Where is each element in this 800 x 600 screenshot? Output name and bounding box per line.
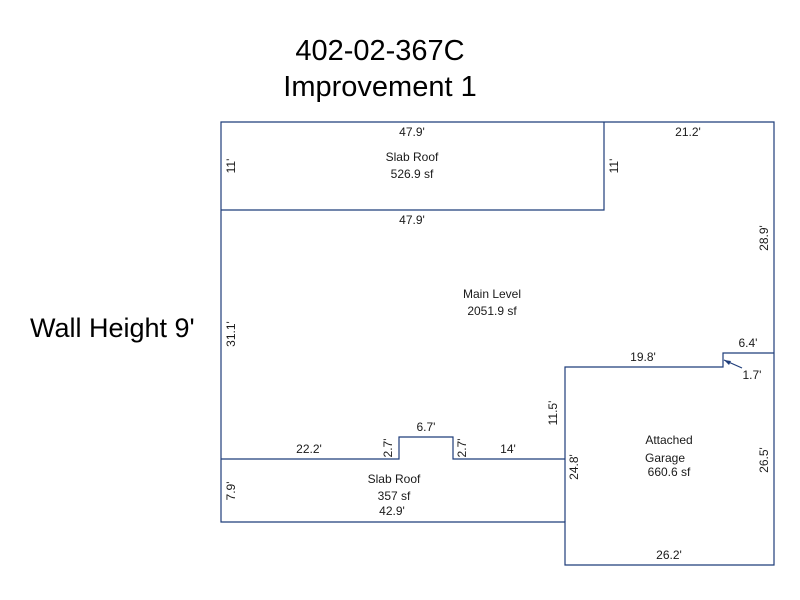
dim-bottom-slab-left: 7.9': [224, 482, 238, 501]
dim-bump-left: 2.7': [381, 439, 395, 458]
bottom-slab-boundary: [221, 436, 565, 460]
dim-top-slab-bottom: 47.9': [399, 213, 425, 227]
top-slab-boundary: [221, 122, 605, 211]
wall-height-label: Wall Height 9': [30, 313, 195, 343]
dim-top-slab-top: 47.9': [399, 125, 425, 139]
dim-top-right: 21.2': [675, 125, 701, 139]
parcel-number: 402-02-367C: [295, 35, 464, 67]
dim-right-upper: 28.9': [757, 225, 771, 251]
garage-name-line2: Garage: [645, 451, 685, 465]
main-level-name: Main Level: [463, 287, 521, 301]
building-outline: [220, 121, 775, 566]
dim-bottom-slab-bottom: 42.9': [379, 504, 405, 518]
dim-garage-right: 26.5': [757, 447, 771, 473]
dim-main-left: 31.1': [224, 321, 238, 347]
main-level-size: 2051.9 sf: [467, 304, 517, 318]
dim-lower-left-run: 22.2': [296, 442, 322, 456]
slab-roof-bottom-name: Slab Roof: [368, 472, 421, 486]
dim-lower-right-run: 14': [500, 442, 516, 456]
dim-garage-bottom: 26.2': [656, 548, 682, 562]
dim-bump-top: 6.7': [417, 420, 436, 434]
garage-size: 660.6 sf: [648, 465, 691, 479]
dim-notch-top: 6.4': [739, 336, 758, 350]
slab-roof-bottom-size: 357 sf: [378, 489, 411, 503]
dim-garage-top: 19.8': [630, 350, 656, 364]
improvement-title: Improvement 1: [283, 71, 476, 103]
dim-garage-left-upper: 11.5': [546, 401, 560, 426]
dim-top-slab-left: 11': [224, 159, 238, 174]
dim-garage-left-lower: 24.8': [567, 454, 581, 480]
slab-roof-top-size: 526.9 sf: [391, 167, 434, 181]
dim-top-slab-right: 11': [607, 159, 621, 174]
slab-roof-top-name: Slab Roof: [386, 150, 439, 164]
dim-bump-right: 2.7': [455, 439, 469, 458]
dim-notch-side: 1.7': [743, 368, 762, 382]
notch-arrowhead: [724, 360, 731, 365]
garage-name-line1: Attached: [645, 433, 692, 447]
garage-boundary: [564, 352, 774, 522]
